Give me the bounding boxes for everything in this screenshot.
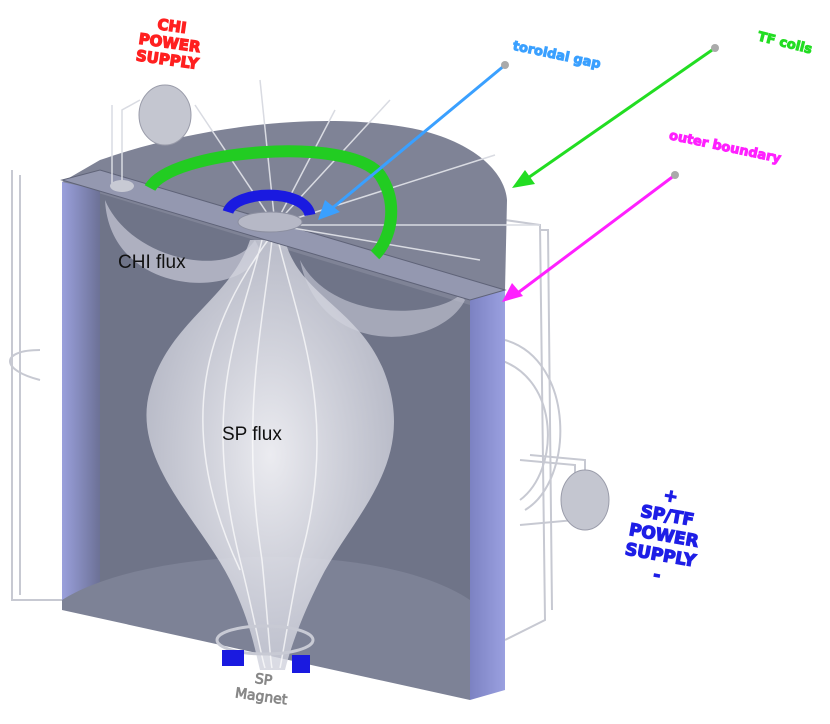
chi-flux-label: CHI flux — [118, 252, 186, 273]
toroidal-gap-arrow — [318, 61, 509, 220]
sp-flux-field-lines — [202, 239, 318, 669]
vessel-right-wall — [470, 290, 505, 700]
vessel-left-wall — [62, 182, 100, 600]
chi-power-supply-disc — [138, 84, 192, 146]
sp-tf-power-supply-disc — [560, 469, 610, 531]
tf-coil — [144, 145, 398, 260]
outer-boundary-arrow — [502, 171, 679, 302]
center-post-top — [237, 211, 303, 233]
chi-power-supply-label: CHI POWER SUPPLY — [134, 14, 205, 74]
sp-flux-region — [146, 240, 394, 670]
chi-feed-terminal — [110, 180, 134, 192]
sp-flux-label: SP flux — [222, 424, 282, 445]
chi-flux-region — [105, 200, 260, 283]
sp-magnet-label: SP Magnet — [234, 669, 291, 710]
tf-coils-arrow — [512, 44, 719, 188]
sp-magnet — [215, 624, 315, 673]
toroidal-gap-coil — [222, 189, 316, 218]
vessel-top-cut — [60, 169, 507, 301]
